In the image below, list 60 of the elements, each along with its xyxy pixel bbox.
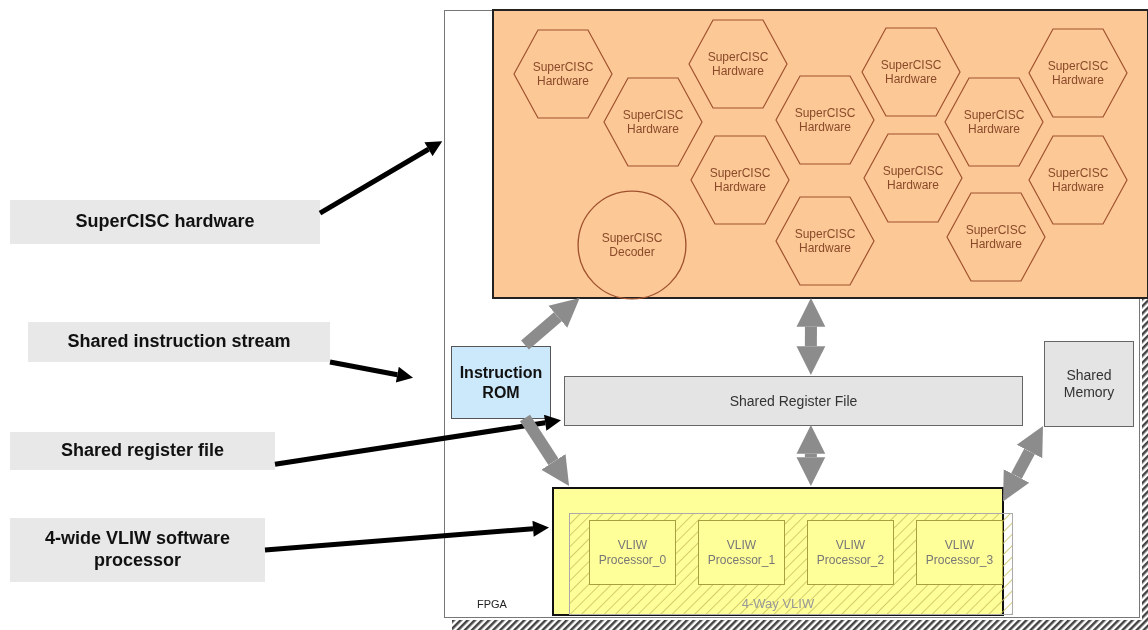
hexagon-unit bbox=[946, 192, 1046, 282]
hexagon-unit bbox=[688, 19, 788, 109]
callout-box bbox=[10, 200, 320, 244]
block-arrow bbox=[1003, 426, 1043, 502]
callout-text: SuperCISC hardware bbox=[75, 211, 255, 233]
block-label: SuperCISC Hardware bbox=[1046, 165, 1110, 195]
hexagon-unit bbox=[1028, 135, 1128, 225]
processor-block bbox=[916, 520, 1003, 585]
block-label: SuperCISC Hardware bbox=[964, 222, 1028, 252]
block-label: FPGA bbox=[477, 597, 507, 611]
callout-box bbox=[10, 432, 275, 470]
hexagon-unit bbox=[775, 196, 875, 286]
register-file-block bbox=[564, 376, 1023, 426]
block-label: 4-Way VLIW bbox=[741, 596, 815, 612]
block-label: Shared Register File bbox=[729, 392, 858, 410]
hexagon-unit bbox=[863, 133, 963, 223]
decoder-circle bbox=[577, 190, 687, 300]
block-label: Shared Memory bbox=[1062, 367, 1116, 401]
block-arrow bbox=[796, 298, 826, 375]
block-label: VLIW Processor_3 bbox=[924, 538, 995, 567]
hexagon-unit bbox=[513, 29, 613, 119]
hexagon-unit bbox=[775, 75, 875, 165]
memory-block bbox=[1044, 341, 1134, 427]
processor-block bbox=[698, 520, 785, 585]
hexagon-unit bbox=[690, 135, 790, 225]
processor-block bbox=[589, 520, 676, 585]
block-arrow bbox=[521, 298, 580, 350]
block-label: VLIW Processor_0 bbox=[597, 538, 668, 567]
callout-box bbox=[10, 518, 265, 582]
hexagon-unit bbox=[944, 77, 1044, 167]
pointer-arrow bbox=[329, 359, 414, 383]
block-label: SuperCISC Hardware bbox=[879, 57, 943, 87]
hexagon-unit bbox=[1028, 28, 1128, 118]
block-label: SuperCISC Hardware bbox=[793, 226, 857, 256]
block-label: VLIW Processor_1 bbox=[706, 538, 777, 567]
block-label: SuperCISC Hardware bbox=[708, 165, 772, 195]
processor-block bbox=[807, 520, 894, 585]
callout-box bbox=[28, 322, 330, 362]
block-label: SuperCISC Hardware bbox=[621, 107, 685, 137]
pointer-arrow bbox=[318, 141, 443, 216]
block-label: SuperCISC Hardware bbox=[706, 49, 770, 79]
hexagon-unit bbox=[861, 27, 961, 117]
block-label: SuperCISC Hardware bbox=[793, 105, 857, 135]
block-arrow bbox=[796, 425, 826, 486]
block-label: SuperCISC Hardware bbox=[531, 59, 595, 89]
block-label: VLIW Processor_2 bbox=[815, 538, 886, 567]
block-label: SuperCISC Hardware bbox=[881, 163, 945, 193]
block-label: SuperCISC Hardware bbox=[962, 107, 1026, 137]
block-label: SuperCISC Decoder bbox=[600, 230, 664, 260]
block-arrow bbox=[519, 414, 570, 486]
hexagon-unit bbox=[603, 77, 703, 167]
hardware-region bbox=[492, 9, 1148, 299]
rom-block bbox=[451, 346, 551, 419]
callout-text: Shared register file bbox=[60, 440, 225, 462]
block-label: Instruction ROM bbox=[458, 363, 544, 402]
callout-text: Shared instruction stream bbox=[67, 331, 291, 353]
pointer-arrow bbox=[264, 520, 549, 553]
callout-text: 4-wide VLIW software processor bbox=[44, 528, 231, 572]
pointer-arrow bbox=[274, 414, 561, 467]
block-label: SuperCISC Hardware bbox=[1046, 58, 1110, 88]
